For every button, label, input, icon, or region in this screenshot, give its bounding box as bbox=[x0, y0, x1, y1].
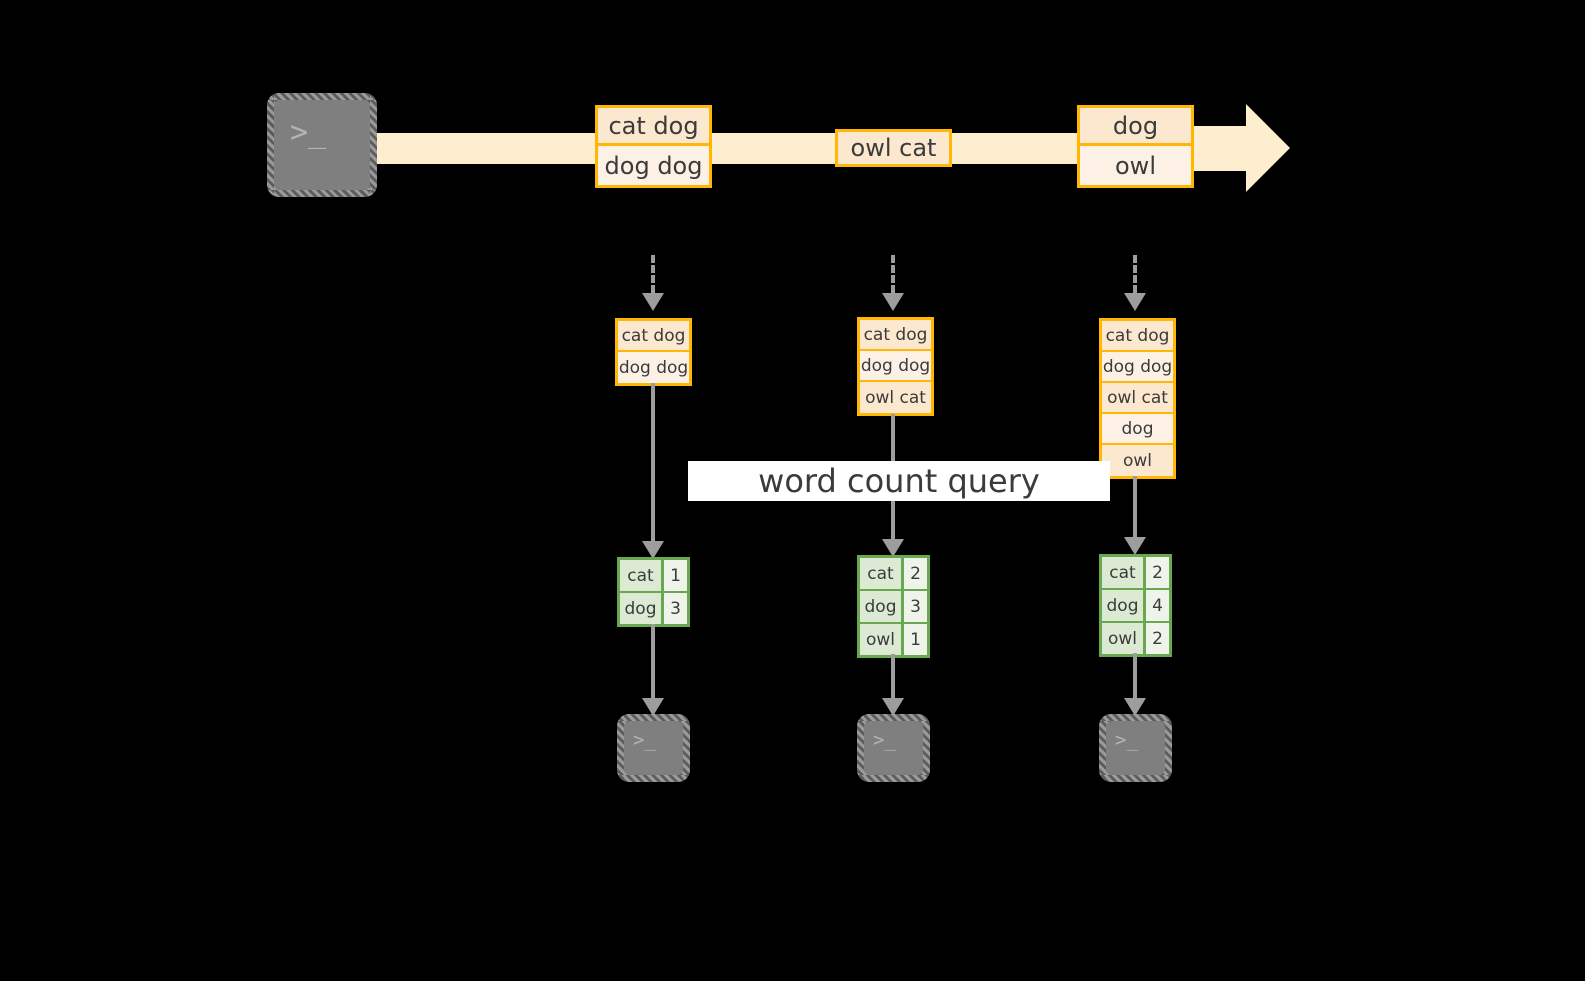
terminal-prompt-glyph: >_ bbox=[633, 729, 656, 751]
stream-arrowhead bbox=[1246, 104, 1290, 192]
terminal-prompt-glyph: >_ bbox=[1115, 729, 1138, 751]
stream-to-snapshot-connector bbox=[651, 255, 655, 293]
stream-event-line: dog bbox=[1080, 108, 1191, 146]
result-value: 2 bbox=[904, 558, 927, 589]
stream-event-3[interactable]: dog owl bbox=[1077, 105, 1194, 188]
result-key: owl bbox=[860, 624, 904, 655]
query-label: word count query bbox=[688, 461, 1110, 501]
result-key: cat bbox=[1102, 557, 1146, 588]
arrowhead-down-icon bbox=[1124, 293, 1146, 311]
arrowhead-down-icon bbox=[1124, 537, 1146, 555]
stream-event-1[interactable]: cat dog dog dog bbox=[595, 105, 712, 188]
snapshot-row: dog dog bbox=[860, 351, 931, 382]
result-value: 2 bbox=[1146, 623, 1169, 654]
terminal-icon-consumer-1[interactable]: >_ bbox=[617, 714, 690, 782]
arrowhead-down-icon bbox=[642, 293, 664, 311]
arrowhead-down-icon bbox=[1124, 698, 1146, 716]
terminal-screen bbox=[624, 721, 683, 775]
table-row: owl 2 bbox=[1102, 623, 1169, 654]
table-row: cat 2 bbox=[1102, 557, 1169, 590]
result-key: dog bbox=[620, 593, 664, 624]
snapshot-row: dog dog bbox=[1102, 352, 1173, 383]
snapshot-row: owl cat bbox=[860, 382, 931, 413]
result-key: dog bbox=[1102, 590, 1146, 621]
result-table-2[interactable]: cat 2 dog 3 owl 1 bbox=[857, 555, 930, 658]
result-key: cat bbox=[620, 560, 664, 591]
terminal-icon-consumer-2[interactable]: >_ bbox=[857, 714, 930, 782]
snapshot-table-1[interactable]: cat dog dog dog bbox=[615, 318, 692, 386]
result-key: dog bbox=[860, 591, 904, 622]
snapshot-row: dog dog bbox=[618, 352, 689, 383]
stream-event-line: dog dog bbox=[598, 146, 709, 185]
terminal-prompt-glyph: >_ bbox=[873, 729, 896, 751]
result-to-consumer-connector bbox=[651, 624, 655, 698]
result-value: 3 bbox=[904, 591, 927, 622]
snapshot-row: owl bbox=[1102, 445, 1173, 476]
stream-event-line: cat dog bbox=[598, 108, 709, 146]
result-key: owl bbox=[1102, 623, 1146, 654]
terminal-screen bbox=[274, 100, 370, 190]
table-row: dog 4 bbox=[1102, 590, 1169, 623]
result-value: 3 bbox=[664, 593, 687, 624]
snapshot-row: owl cat bbox=[1102, 383, 1173, 414]
result-to-consumer-connector bbox=[1133, 653, 1137, 698]
snapshot-row: cat dog bbox=[860, 320, 931, 351]
snapshot-row: cat dog bbox=[1102, 321, 1173, 352]
arrowhead-down-icon bbox=[882, 293, 904, 311]
terminal-icon-consumer-3[interactable]: >_ bbox=[1099, 714, 1172, 782]
table-row: owl 1 bbox=[860, 624, 927, 655]
snapshot-row: cat dog bbox=[618, 321, 689, 352]
result-value: 2 bbox=[1146, 557, 1169, 588]
table-row: cat 1 bbox=[620, 560, 687, 593]
result-value: 4 bbox=[1146, 590, 1169, 621]
arrowhead-down-icon bbox=[642, 541, 664, 559]
result-table-1[interactable]: cat 1 dog 3 bbox=[617, 557, 690, 627]
terminal-icon-producer[interactable]: >_ bbox=[267, 93, 377, 197]
table-row: dog 3 bbox=[860, 591, 927, 624]
terminal-prompt-glyph: >_ bbox=[290, 115, 327, 150]
arrowhead-down-icon bbox=[882, 539, 904, 557]
terminal-screen bbox=[1106, 721, 1165, 775]
stream-event-line: owl bbox=[1080, 146, 1191, 185]
stream-arrow-shaft bbox=[1190, 126, 1248, 171]
stream-to-snapshot-connector bbox=[891, 255, 895, 293]
snapshot-table-2[interactable]: cat dog dog dog owl cat bbox=[857, 317, 934, 416]
stream-event-2[interactable]: owl cat bbox=[835, 129, 952, 167]
result-value: 1 bbox=[664, 560, 687, 591]
terminal-screen bbox=[864, 721, 923, 775]
snapshot-table-3[interactable]: cat dog dog dog owl cat dog owl bbox=[1099, 318, 1176, 479]
arrowhead-down-icon bbox=[882, 698, 904, 716]
snapshot-to-result-connector bbox=[1133, 476, 1137, 537]
snapshot-to-result-connector bbox=[651, 383, 655, 541]
table-row: dog 3 bbox=[620, 593, 687, 624]
result-to-consumer-connector bbox=[891, 654, 895, 698]
stream-to-snapshot-connector bbox=[1133, 255, 1137, 293]
table-row: cat 2 bbox=[860, 558, 927, 591]
result-value: 1 bbox=[904, 624, 927, 655]
arrowhead-down-icon bbox=[642, 698, 664, 716]
result-key: cat bbox=[860, 558, 904, 589]
result-table-3[interactable]: cat 2 dog 4 owl 2 bbox=[1099, 554, 1172, 657]
snapshot-row: dog bbox=[1102, 414, 1173, 445]
